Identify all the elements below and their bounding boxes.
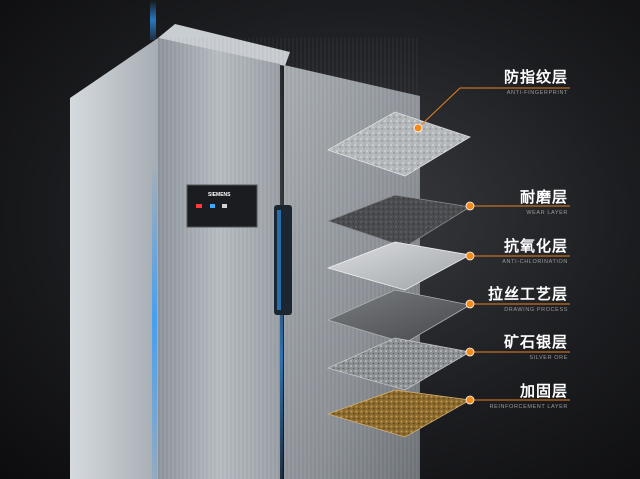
control-panel-accent xyxy=(196,204,202,208)
layer-stack xyxy=(326,111,472,438)
layer-label-wear: 耐磨层 WEAR LAYER xyxy=(520,186,568,216)
brand-logo: SIEMENS xyxy=(208,192,231,198)
leader-dot xyxy=(465,395,475,405)
leader-line xyxy=(417,87,570,129)
fridge-side-panel xyxy=(70,38,158,479)
layer-label-silver-ore: 矿石银层 SILVER ORE xyxy=(504,331,568,361)
leader-dot xyxy=(465,299,475,309)
layer-label-en: WEAR LAYER xyxy=(526,210,568,216)
leader-dot xyxy=(465,347,475,357)
left-handle xyxy=(274,205,292,315)
layer-label-en: ANTI-CHLORINATION xyxy=(502,259,568,265)
layer-label-cn: 抗氧化层 xyxy=(503,237,568,255)
layer-label-cn: 耐磨层 xyxy=(519,188,568,206)
layer-label-anti-oxidation: 抗氧化层 ANTI-CHLORINATION xyxy=(502,235,568,265)
control-panel-accent xyxy=(222,204,227,208)
layer-label-cn: 拉丝工艺层 xyxy=(487,285,568,303)
layer-label-en: ANTI-FINGERPRINT xyxy=(506,90,568,96)
layer-label-cn: 矿石银层 xyxy=(503,333,568,351)
layer-label-cn: 加固层 xyxy=(519,382,568,400)
handle-highlight xyxy=(277,210,281,310)
layer-label-cn: 防指纹层 xyxy=(503,68,568,86)
leader-dots xyxy=(413,123,475,405)
leader-dot xyxy=(465,201,475,211)
left-edge-glow xyxy=(152,160,157,479)
layer-label-en: REINFORCEMENT LAYER xyxy=(489,404,568,410)
leader-lines xyxy=(417,87,570,401)
leader-dot xyxy=(465,251,475,261)
door-gap-glow xyxy=(279,230,283,479)
light-streak xyxy=(150,0,156,40)
layer-label-en: SILVER ORE xyxy=(529,355,568,361)
layer-label-reinforcement: 加固层 REINFORCEMENT LAYER xyxy=(490,380,568,410)
leader-dot xyxy=(413,123,423,133)
layer-anti-fingerprint xyxy=(327,111,471,177)
layer-label-en: DRAWING PROCESS xyxy=(504,307,568,313)
layer-label-anti-fingerprint: 防指纹层 ANTI-FINGERPRINT xyxy=(504,66,568,96)
control-panel-accent xyxy=(210,204,215,208)
layer-label-drawing-process: 拉丝工艺层 DRAWING PROCESS xyxy=(488,283,568,313)
